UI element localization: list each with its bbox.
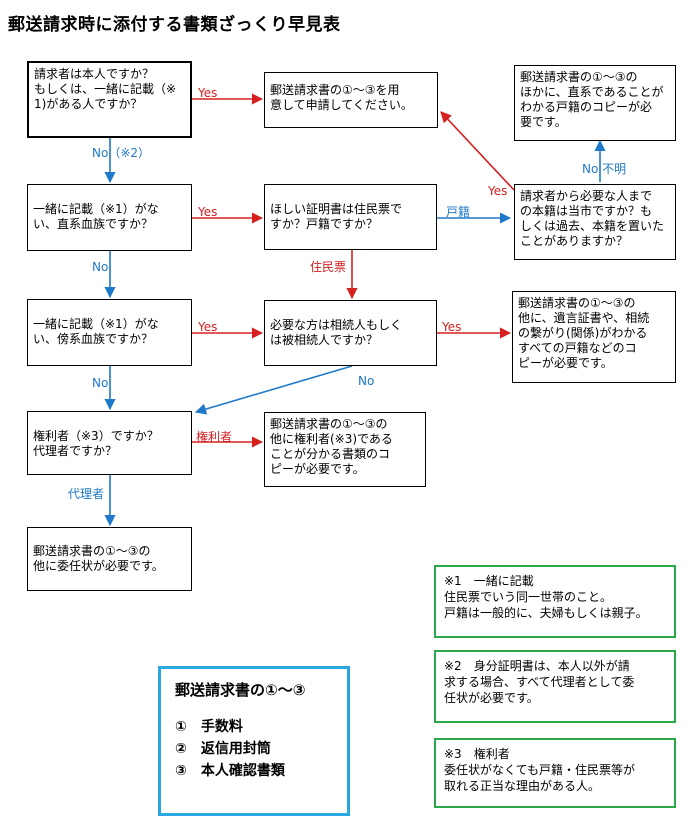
answer-direct-lineage-copy: 郵送請求書の①～③の ほかに、直系であることが わかる戸籍のコピーが必 要です。 [514, 65, 676, 141]
legend-item-id-documents: ③ 本人確認書類 [175, 763, 285, 779]
label-dairisha: 代理者 [68, 487, 105, 501]
answer-rights-holder-documents: 郵送請求書の①～③の 他に権利者(※3)である ことが分かる書類のコ ピーが必要… [264, 412, 426, 487]
question-certificate-type: ほしい証明書は住民票で すか？戸籍ですか？ [264, 184, 437, 250]
answer-power-of-attorney: 郵送請求書の①～③の 他に委任状が必要です。 [27, 527, 192, 591]
question-direct-lineage: 一緒に記載（※1）がな い、直系血族ですか？ [27, 184, 192, 251]
label-no-1: No（※2） [92, 146, 151, 160]
label-koseki: 戸籍 [446, 205, 471, 219]
legend-item-fee: ① 手数料 [175, 719, 243, 735]
question-rights-holder: 権利者（※3）ですか？ 代理者ですか？ [27, 411, 192, 475]
legend-item-return-envelope: ② 返信用封筒 [175, 741, 271, 757]
question-collateral-lineage: 一緒に記載（※1）がな い、傍系血族ですか？ [27, 299, 192, 366]
question-registered-domicile: 請求者から必要な人まで の本籍は当市ですか？も しくは過去、本籍を置いた ことが… [514, 184, 676, 260]
label-kenrisha: 権利者 [196, 430, 233, 444]
arrow-no-heir [194, 365, 353, 415]
label-no-4: No [358, 374, 375, 388]
label-yes-return: Yes [488, 184, 508, 198]
label-no-2: No [92, 260, 109, 274]
note-same-record: ※1 一緒に記載 住民票でいう同一世帯のこと。 戸籍は一般的に、夫婦もしくは親子… [434, 565, 676, 638]
note-rights-holder: ※3 権利者 委任状がなくても戸籍・住民票等が 取れる正当な理由がある人。 [434, 738, 676, 808]
legend-title: 郵送請求書の①～③ [175, 681, 306, 699]
label-yes-4: Yes [442, 320, 462, 334]
label-no-3: No [92, 376, 109, 390]
label-yes-1: Yes [198, 86, 218, 100]
note-id-certificate: ※2 身分証明書は、本人以外が請 求する場合、すべて代理者として委 任状が必要で… [434, 650, 676, 723]
answer-apply: 郵送請求書の①～③を用 意して申請してください。 [264, 72, 438, 128]
label-juminhyo: 住民票 [310, 260, 347, 274]
label-yes-2: Yes [198, 205, 218, 219]
arrow-yes-return [440, 111, 515, 191]
label-yes-3: Yes [198, 320, 218, 334]
required-documents-legend: 郵送請求書の①～③ ① 手数料 ② 返信用封筒 ③ 本人確認書類 [158, 666, 350, 816]
page-title: 郵送請求時に添付する書類ざっくり早見表 [8, 15, 341, 35]
question-heir: 必要な方は相続人もしく は被相続人ですか？ [264, 300, 437, 366]
answer-will-documents: 郵送請求書の①～③の 他に、遺言証書や、相続 の繋がり(関係)がわかる すべての… [512, 291, 676, 383]
question-self-or-same-record: 請求者は本人ですか？ もしくは、一緒に記載（※ 1)がある人ですか？ [27, 61, 192, 138]
label-no-unknown: No 不明 [582, 162, 627, 176]
